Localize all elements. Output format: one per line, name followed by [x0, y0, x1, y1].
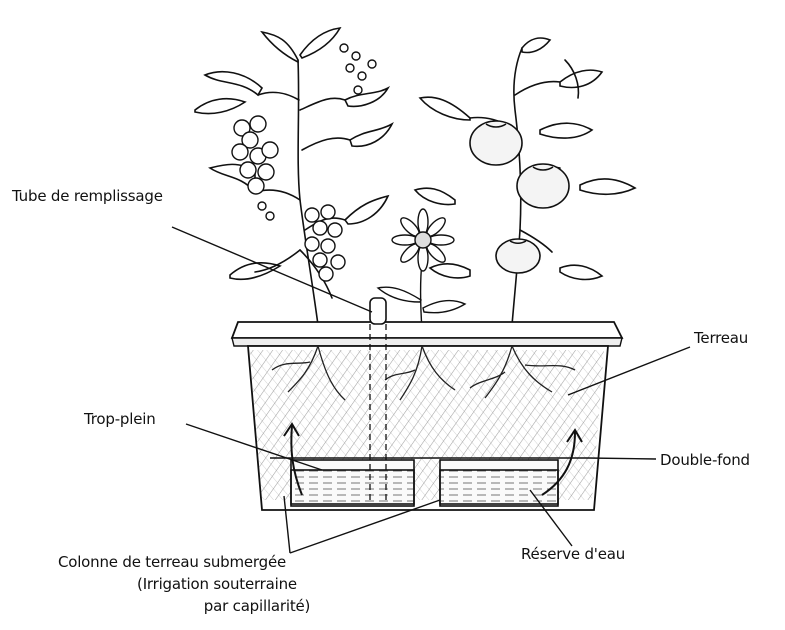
label-colonne-line3: par capillarité)	[22, 595, 322, 617]
label-potting-soil: Terreau	[694, 329, 748, 347]
label-false-bottom: Double-fond	[660, 451, 750, 469]
cherry-tomato-clusters	[232, 44, 376, 281]
tomatoes	[470, 121, 569, 273]
label-colonne-line2: (Irrigation souterraine	[22, 573, 322, 595]
label-colonne-line1: Colonne de terreau submergée	[22, 551, 322, 573]
label-fill-tube: Tube de remplissage	[12, 187, 163, 205]
label-water-reservoir: Réserve d'eau	[521, 545, 625, 563]
label-submerged-soil-column: Colonne de terreau submergée (Irrigation…	[22, 551, 322, 617]
leader-double-fond	[588, 458, 656, 459]
label-overflow: Trop-plein	[84, 410, 156, 428]
leader-tube	[172, 227, 372, 312]
